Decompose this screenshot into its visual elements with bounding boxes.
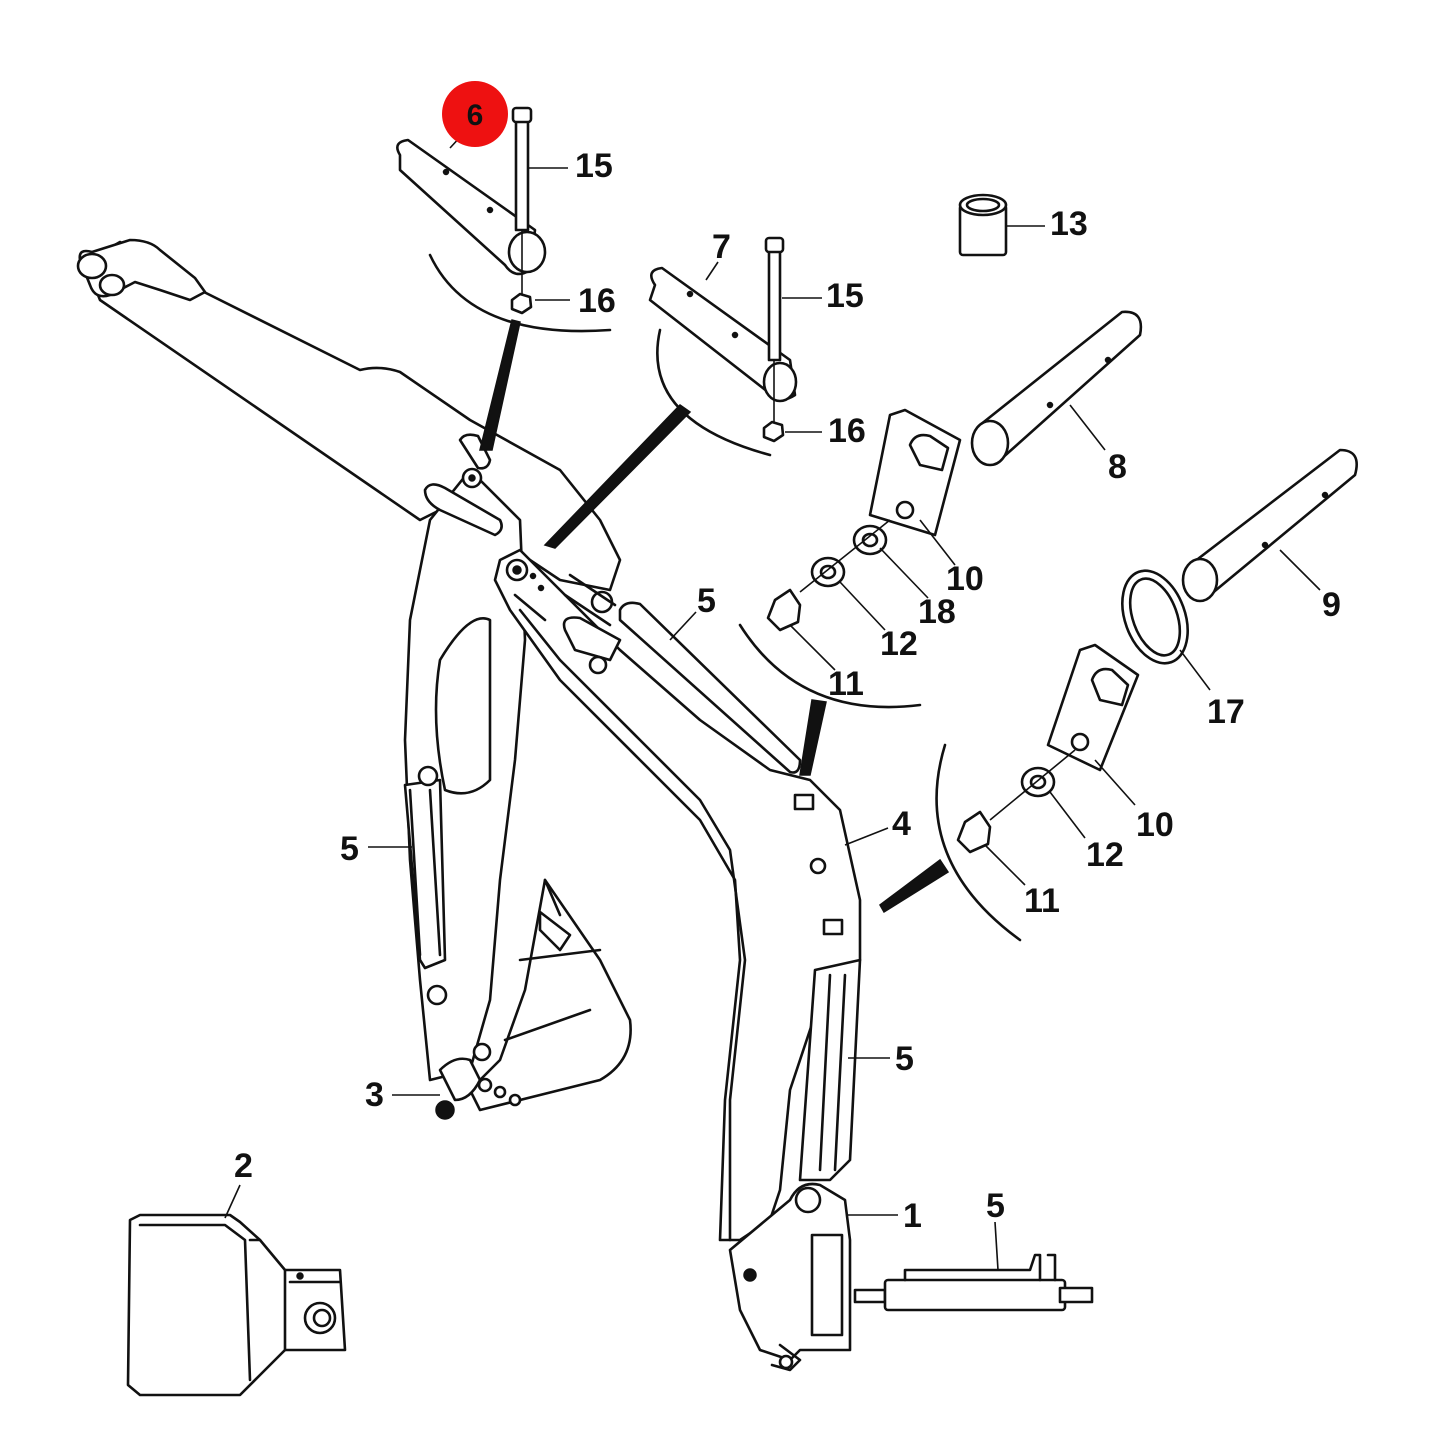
callout-5-left: 5 (340, 830, 359, 868)
pin-8 (970, 310, 1143, 467)
callout-1: 1 (903, 1197, 922, 1235)
detail-arcs (428, 253, 1022, 942)
callout-9: 9 (1322, 586, 1341, 624)
callout-16-top: 16 (578, 282, 616, 320)
highlight-circle[interactable] (442, 81, 508, 147)
bucket (435, 878, 632, 1120)
bucket-cylinder (403, 765, 448, 1006)
callout-13: 13 (1050, 205, 1088, 243)
counterweight-block (126, 1213, 347, 1397)
bushing-13 (958, 193, 1008, 257)
callout-17: 17 (1207, 693, 1245, 731)
callout-10-lower: 10 (1136, 806, 1174, 844)
swing-cylinder (853, 1253, 1094, 1312)
dipper-cylinder (562, 573, 622, 675)
pin-7-detail (648, 236, 798, 443)
callout-labels: 15 16 7 15 16 13 8 10 18 12 11 9 17 10 1… (234, 147, 1341, 1235)
shim-17 (1121, 569, 1189, 665)
boom-cylinder (798, 958, 862, 1182)
boom-main (493, 548, 862, 1242)
callout-5-bottom: 5 (986, 1187, 1005, 1225)
callout-15-top: 15 (575, 147, 613, 185)
swing-frame (728, 1182, 852, 1372)
callout-16-mid: 16 (828, 412, 866, 450)
pin-9 (1181, 448, 1358, 603)
callout-10-upper: 10 (946, 560, 984, 598)
plate-assembly-upper (766, 408, 962, 632)
highlight-marker-6[interactable]: 6 (442, 81, 508, 147)
callout-11-upper: 11 (828, 665, 864, 703)
callout-12-lower: 12 (1086, 836, 1124, 874)
plate-assembly-lower (956, 643, 1140, 854)
callout-7: 7 (712, 228, 731, 266)
callout-11-lower: 11 (1024, 882, 1060, 920)
callout-8: 8 (1108, 448, 1127, 486)
callout-12-upper: 12 (880, 625, 918, 663)
leader-lines (224, 134, 1321, 1271)
callout-3: 3 (365, 1076, 384, 1114)
pin-6-detail (396, 106, 547, 315)
callout-18: 18 (918, 593, 956, 631)
callout-6[interactable]: 6 (467, 99, 484, 132)
callout-5-right: 5 (895, 1040, 914, 1078)
callout-4: 4 (892, 805, 911, 843)
callout-5-top: 5 (697, 582, 716, 620)
callout-2: 2 (234, 1147, 253, 1185)
callout-15-mid: 15 (826, 277, 864, 315)
